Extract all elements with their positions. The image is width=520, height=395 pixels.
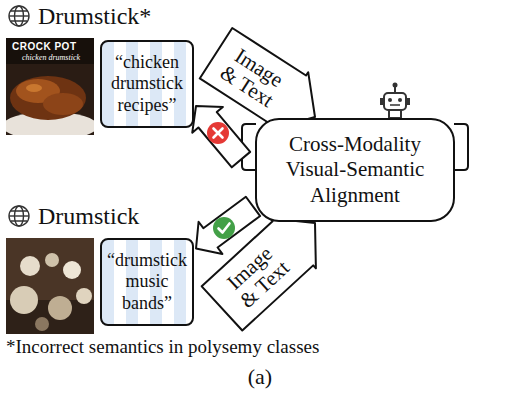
node-text: “chicken drumstick recipes” [106, 52, 188, 117]
drum-part [63, 261, 81, 279]
drum-part [45, 253, 59, 267]
footnote: *Incorrect semantics in polysemy classes [6, 336, 319, 359]
text-group: “drumstick music bands” [106, 250, 188, 315]
robot-eye [388, 98, 392, 102]
globe-icon [9, 6, 29, 26]
chicken [43, 93, 83, 115]
photo-subtitle: chicken drumstick [22, 53, 80, 63]
chicken-photo [6, 38, 94, 135]
globe-outline [9, 206, 29, 226]
robot-icon [380, 83, 410, 119]
text-group: “chicken drumstick recipes” [106, 52, 188, 117]
correct-circle [213, 217, 235, 239]
globe-equator [9, 15, 29, 16]
photo-title: CROCK POT [12, 41, 77, 53]
drum-part [35, 317, 49, 331]
globe-latitudes [11, 11, 27, 21]
query-text-box: “drumstick music bands” [100, 238, 194, 326]
figure-caption: (a) [248, 364, 272, 390]
wrong-circle [207, 122, 229, 144]
module-handle [454, 124, 468, 170]
alignment-module: Cross-Modality Visual-Semantic Alignment [255, 118, 455, 222]
robot-eye [398, 98, 402, 102]
query-text-box: “chicken drumstick recipes” [100, 40, 194, 128]
node-text: Cross-Modality Visual-Semantic Alignment [265, 132, 445, 208]
correct-tick [219, 224, 230, 233]
robot-neck [389, 110, 401, 118]
class-heading: Drumstick* [38, 2, 151, 31]
music-photo [6, 238, 94, 334]
correct-mark [213, 217, 235, 239]
chicken-highlight [26, 84, 42, 92]
node-text: “drumstick music bands” [106, 250, 188, 315]
class-heading: Drumstick [38, 202, 139, 231]
text-group: Cross-Modality Visual-Semantic Alignment [265, 132, 445, 208]
drum-part [10, 286, 38, 314]
drum-part [76, 288, 92, 304]
drum-part [48, 296, 72, 320]
wrong-mark [207, 122, 229, 144]
globe-equator [9, 215, 29, 216]
chicken [10, 76, 86, 120]
robot-antenna-tip [393, 83, 398, 88]
robot-mouth [390, 104, 400, 106]
globe-icon [9, 206, 29, 226]
wrong-cross [214, 129, 223, 138]
photo-ground [6, 238, 94, 334]
drum-part [20, 256, 40, 276]
globe-outline [9, 6, 29, 26]
robot-head [384, 93, 406, 110]
globe-latitudes [11, 211, 27, 221]
block-arrow [192, 106, 250, 167]
photo-banner [6, 38, 94, 64]
